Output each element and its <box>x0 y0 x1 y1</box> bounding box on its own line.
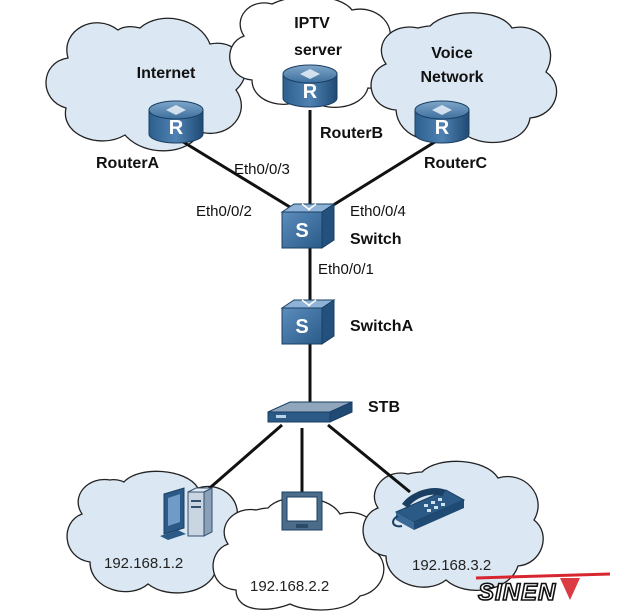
router-glyph: R <box>169 117 184 139</box>
switch-label: Switch <box>350 231 402 248</box>
router-b-label: RouterB <box>320 125 383 142</box>
pc-device[interactable] <box>160 487 213 540</box>
router-a-label: RouterA <box>96 155 160 172</box>
port-eth0-0-2: Eth0/0/2 <box>196 203 252 220</box>
sinen-watermark-logo: SINEN <box>475 572 611 607</box>
port-eth0-0-3: Eth0/0/3 <box>234 161 290 178</box>
tv-ip-label: 192.168.2.2 <box>250 578 329 595</box>
port-eth0-0-1: Eth0/0/1 <box>318 261 374 278</box>
link-routerc-switch <box>321 138 439 214</box>
router-c-label: RouterC <box>424 155 488 172</box>
router-a[interactable]: R <box>148 100 204 144</box>
port-eth0-0-4: Eth0/0/4 <box>350 203 406 220</box>
switch-glyph: S <box>295 316 308 338</box>
links <box>179 110 439 502</box>
tv-device[interactable] <box>281 491 323 531</box>
link-routera-switch <box>179 138 299 214</box>
phone-cloud <box>362 460 544 591</box>
pc-ip-label: 192.168.1.2 <box>104 555 183 572</box>
link-stb-phone <box>327 423 411 494</box>
stb-device[interactable] <box>267 401 353 423</box>
iptv-cloud <box>229 0 396 108</box>
iptv-label-line2: server <box>294 42 342 59</box>
internet-label: Internet <box>137 65 196 82</box>
switch-a-label: SwitchA <box>350 318 414 335</box>
switch-a[interactable]: S <box>280 299 336 345</box>
voice-label-line1: Voice <box>431 45 473 62</box>
router-c[interactable]: R <box>414 100 470 144</box>
stb-label: STB <box>368 399 400 416</box>
switch-glyph: S <box>295 220 308 242</box>
router-glyph: R <box>435 117 450 139</box>
switch[interactable]: S <box>280 203 336 249</box>
router-b[interactable]: R <box>282 64 338 108</box>
iptv-label-line1: IPTV <box>294 15 330 32</box>
svg-text:SINEN: SINEN <box>478 579 556 606</box>
phone-device[interactable] <box>392 487 466 530</box>
router-glyph: R <box>303 81 318 103</box>
phone-ip-label: 192.168.3.2 <box>412 557 491 574</box>
internet-cloud <box>45 17 247 152</box>
voice-label-line2: Network <box>420 69 483 86</box>
